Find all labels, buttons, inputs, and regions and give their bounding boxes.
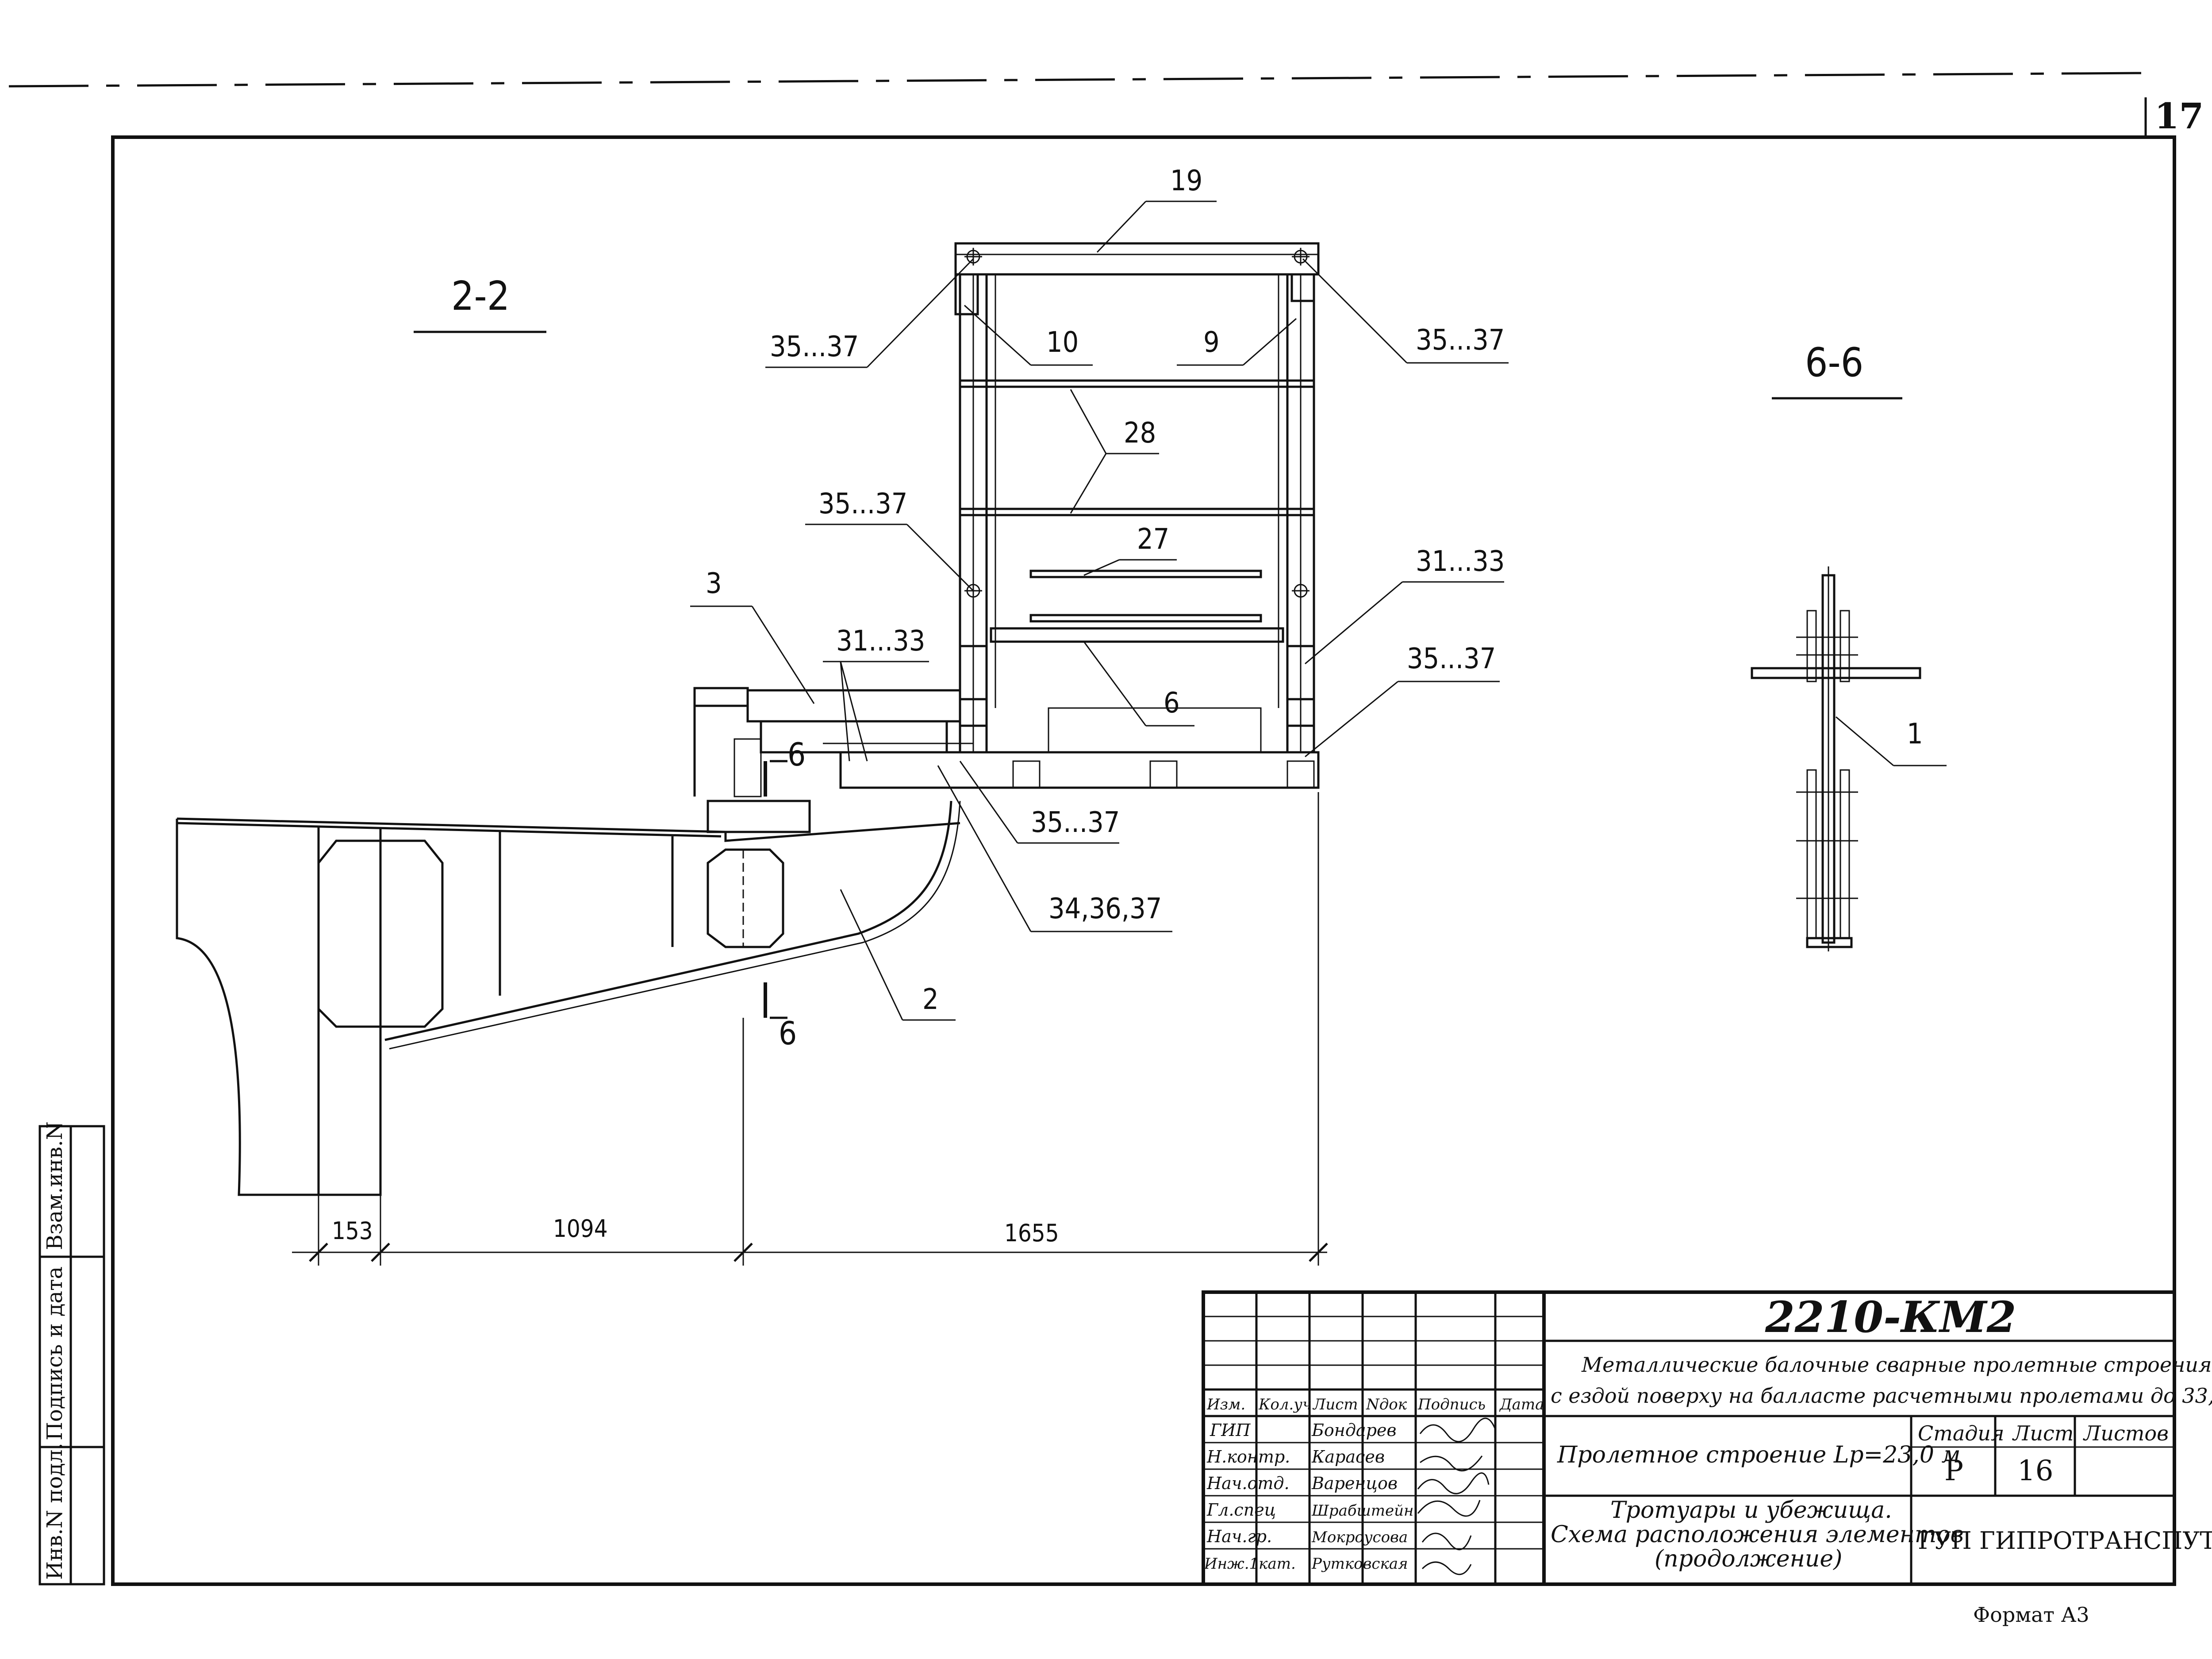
- drawing-frame: [111, 135, 2176, 1586]
- section-6-6-label: 6-6: [1805, 339, 1863, 386]
- callout-35-37-top-right: 35...37: [1416, 324, 1505, 357]
- sheet-title-2: Схема расположения элементов: [1551, 1521, 1964, 1548]
- callout-31-33-left: 31...33: [836, 625, 925, 658]
- dimension-line: 153 1094 1655: [292, 792, 1328, 1266]
- role-1: Н.контр.: [1206, 1447, 1290, 1467]
- span-text: Пролетное строение Lр=23,0 м: [1557, 1442, 1961, 1468]
- sheets-header: Листов: [2083, 1421, 2169, 1445]
- section-6-6-detail: [1751, 566, 1921, 951]
- stage-header: Стадия: [1918, 1421, 2004, 1445]
- callout-35-37-bottom: 35...37: [1031, 806, 1120, 839]
- callout-27: 27: [1137, 523, 1169, 556]
- cut-mark-bottom: 6: [779, 1015, 797, 1052]
- strip-vzam-inv: Взам.инв.N: [42, 1121, 67, 1250]
- stage-value: Р: [1944, 1455, 1963, 1487]
- col-header-koluch: Кол.уч: [1258, 1396, 1312, 1413]
- org-name: ГУП ГИПРОТРАНСПУТЬ: [1918, 1527, 2212, 1555]
- callout-10: 10: [1046, 326, 1079, 359]
- name-1: Карасев: [1311, 1447, 1385, 1467]
- format-note: Формат А3: [1973, 1603, 2089, 1627]
- doc-code: 2210-КМ2: [1765, 1292, 2016, 1342]
- col-header-list: Лист: [1312, 1396, 1358, 1413]
- callout-35-37-top-left: 35...37: [770, 331, 859, 363]
- role-2: Нач.отд.: [1206, 1474, 1290, 1493]
- deck-plate: [839, 707, 1320, 789]
- refuge-frame: [954, 242, 1320, 754]
- cut-mark-top: 6: [787, 736, 806, 773]
- dim-1655: 1655: [1004, 1219, 1059, 1247]
- callout-35-37-mid-left: 35...37: [818, 488, 907, 520]
- callout-31-33-right: 31...33: [1416, 545, 1505, 578]
- callout-1-leader: [1836, 716, 1894, 766]
- callout-9: 9: [1203, 326, 1220, 359]
- name-5: Рутковская: [1311, 1555, 1408, 1573]
- role-4: Нач.гр.: [1206, 1527, 1272, 1546]
- console-element-2: [176, 800, 961, 1196]
- top-trim-line: [8, 72, 2146, 88]
- callout-6: 6: [1164, 687, 1180, 720]
- name-4: Мокроусова: [1311, 1528, 1408, 1546]
- walkway-element-3: [693, 687, 973, 797]
- section-2-2-label: 2-2: [451, 273, 510, 319]
- name-2: Варенцов: [1311, 1474, 1398, 1493]
- col-header-ndok: Nдок: [1366, 1396, 1407, 1413]
- dim-153: 153: [332, 1217, 373, 1245]
- callout-35-37-right-deck: 35...37: [1407, 643, 1496, 675]
- callout-28: 28: [1124, 417, 1156, 450]
- signatures: [1417, 1417, 1496, 1575]
- callout-2: 2: [922, 983, 939, 1016]
- corner-sheet-number: 17: [2154, 95, 2204, 137]
- col-header-data: Дата: [1499, 1396, 1544, 1413]
- sheet-value: 16: [2017, 1455, 2053, 1487]
- callout-1: 1: [1907, 718, 1923, 751]
- strip-inv-podl: Инв.N подл.: [42, 1443, 67, 1580]
- callouts: 19 35...37 10 9 35...37 28 35...37 27 31…: [690, 165, 1509, 1021]
- title-line-2: с ездой поверху на балласте расчетными п…: [1551, 1384, 2212, 1408]
- dim-1094: 1094: [553, 1215, 608, 1243]
- col-header-podpis: Подпись: [1417, 1396, 1486, 1413]
- callout-19: 19: [1170, 165, 1202, 197]
- cut-mark-6-6: 6 6: [764, 736, 806, 1052]
- left-strip: Инв.N подл. Подпись и дата Взам.инв.N: [38, 1121, 105, 1586]
- sheet-title-1: Тротуары и убежища.: [1610, 1497, 1892, 1524]
- name-3: Шрабштейн: [1311, 1502, 1413, 1520]
- role-3: Гл.спец: [1206, 1500, 1276, 1520]
- callout-3: 3: [706, 567, 722, 600]
- title-line-1: Металлические балочные сварные пролетные…: [1581, 1353, 2212, 1377]
- col-header-izm: Изм.: [1206, 1396, 1245, 1413]
- callout-34-36-37: 34,36,37: [1048, 893, 1162, 925]
- sheet-header: Лист: [2012, 1421, 2074, 1445]
- strip-podpis-data: Подпись и дата: [42, 1266, 67, 1440]
- role-0: ГИП: [1210, 1420, 1251, 1440]
- sheet-title-3: (продолжение): [1655, 1546, 1842, 1572]
- role-5: Инж.1кат.: [1204, 1555, 1296, 1573]
- title-block: [1202, 1290, 2176, 1586]
- name-0: Бондарев: [1311, 1420, 1397, 1440]
